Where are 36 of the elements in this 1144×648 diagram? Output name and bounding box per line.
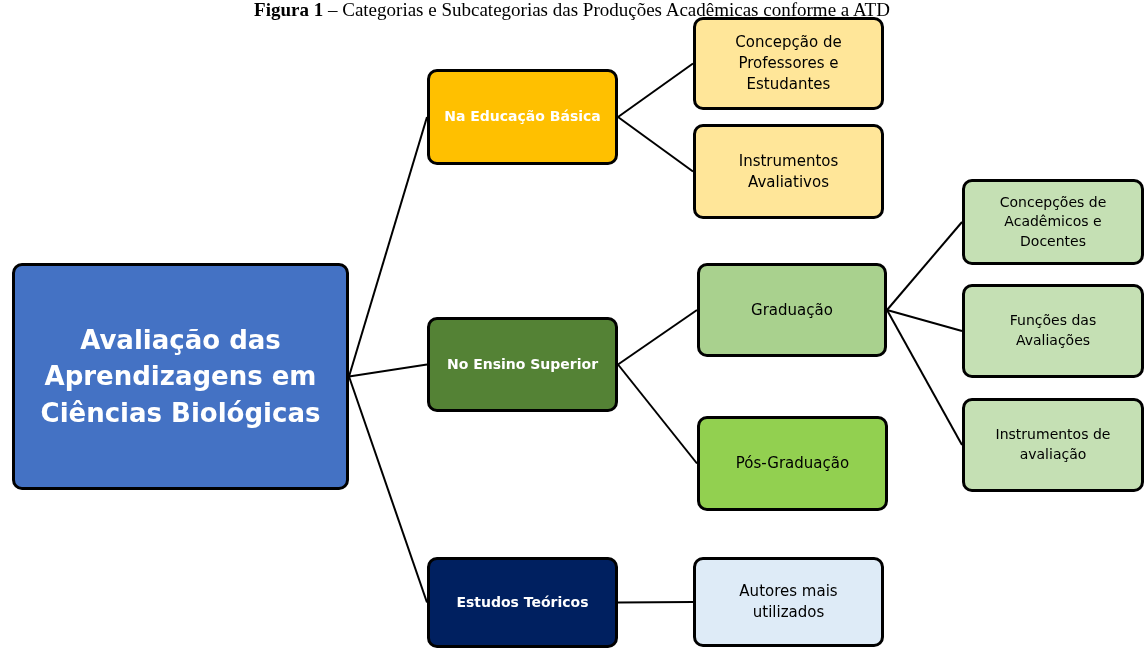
connector-line [617, 363, 698, 465]
box-label: Funções das Avaliações [1008, 311, 1098, 350]
category-box [693, 124, 884, 219]
box-label: Graduação [751, 299, 833, 321]
box-label: Avaliação das Aprendizagens em Ciências Biológicas [39, 323, 322, 430]
connector-line [348, 375, 428, 604]
figure-title: Figura 1 – Categorias e Subcategorias das Produções Acadêmicas conforme a ATD [253, 0, 891, 20]
box-label: Instrumentos de avaliação [994, 425, 1112, 464]
root-box [12, 263, 349, 490]
connector-line [348, 116, 428, 378]
category-box [693, 17, 884, 110]
box-label: Concepções de Acadêmicos e Docentes [998, 192, 1108, 251]
box-label: Autores mais utilizados [738, 581, 839, 623]
category-box [427, 69, 618, 165]
box-label: Instrumentos Avaliativos [737, 150, 840, 193]
connector-line [886, 309, 963, 332]
category-box [697, 416, 888, 511]
category-box [427, 317, 618, 412]
category-box [427, 557, 618, 648]
category-box [962, 179, 1144, 265]
connector-line [617, 62, 694, 118]
connector-line [617, 601, 694, 604]
box-label: Concepção de Professores e Estudantes [734, 32, 843, 95]
box-label: Na Educação Básica [444, 107, 601, 127]
box-label: Pós-Graduação [735, 453, 850, 474]
category-box [962, 284, 1144, 378]
box-label: Estudos Teóricos [456, 592, 589, 612]
category-box [697, 263, 887, 357]
connector-line [886, 221, 963, 311]
category-box [962, 398, 1144, 492]
connector-line [617, 309, 698, 366]
box-label: No Ensino Superior [446, 354, 599, 374]
connector-line [886, 309, 963, 446]
connector-line [617, 116, 694, 173]
connector-line [348, 363, 428, 378]
category-box [693, 557, 884, 647]
